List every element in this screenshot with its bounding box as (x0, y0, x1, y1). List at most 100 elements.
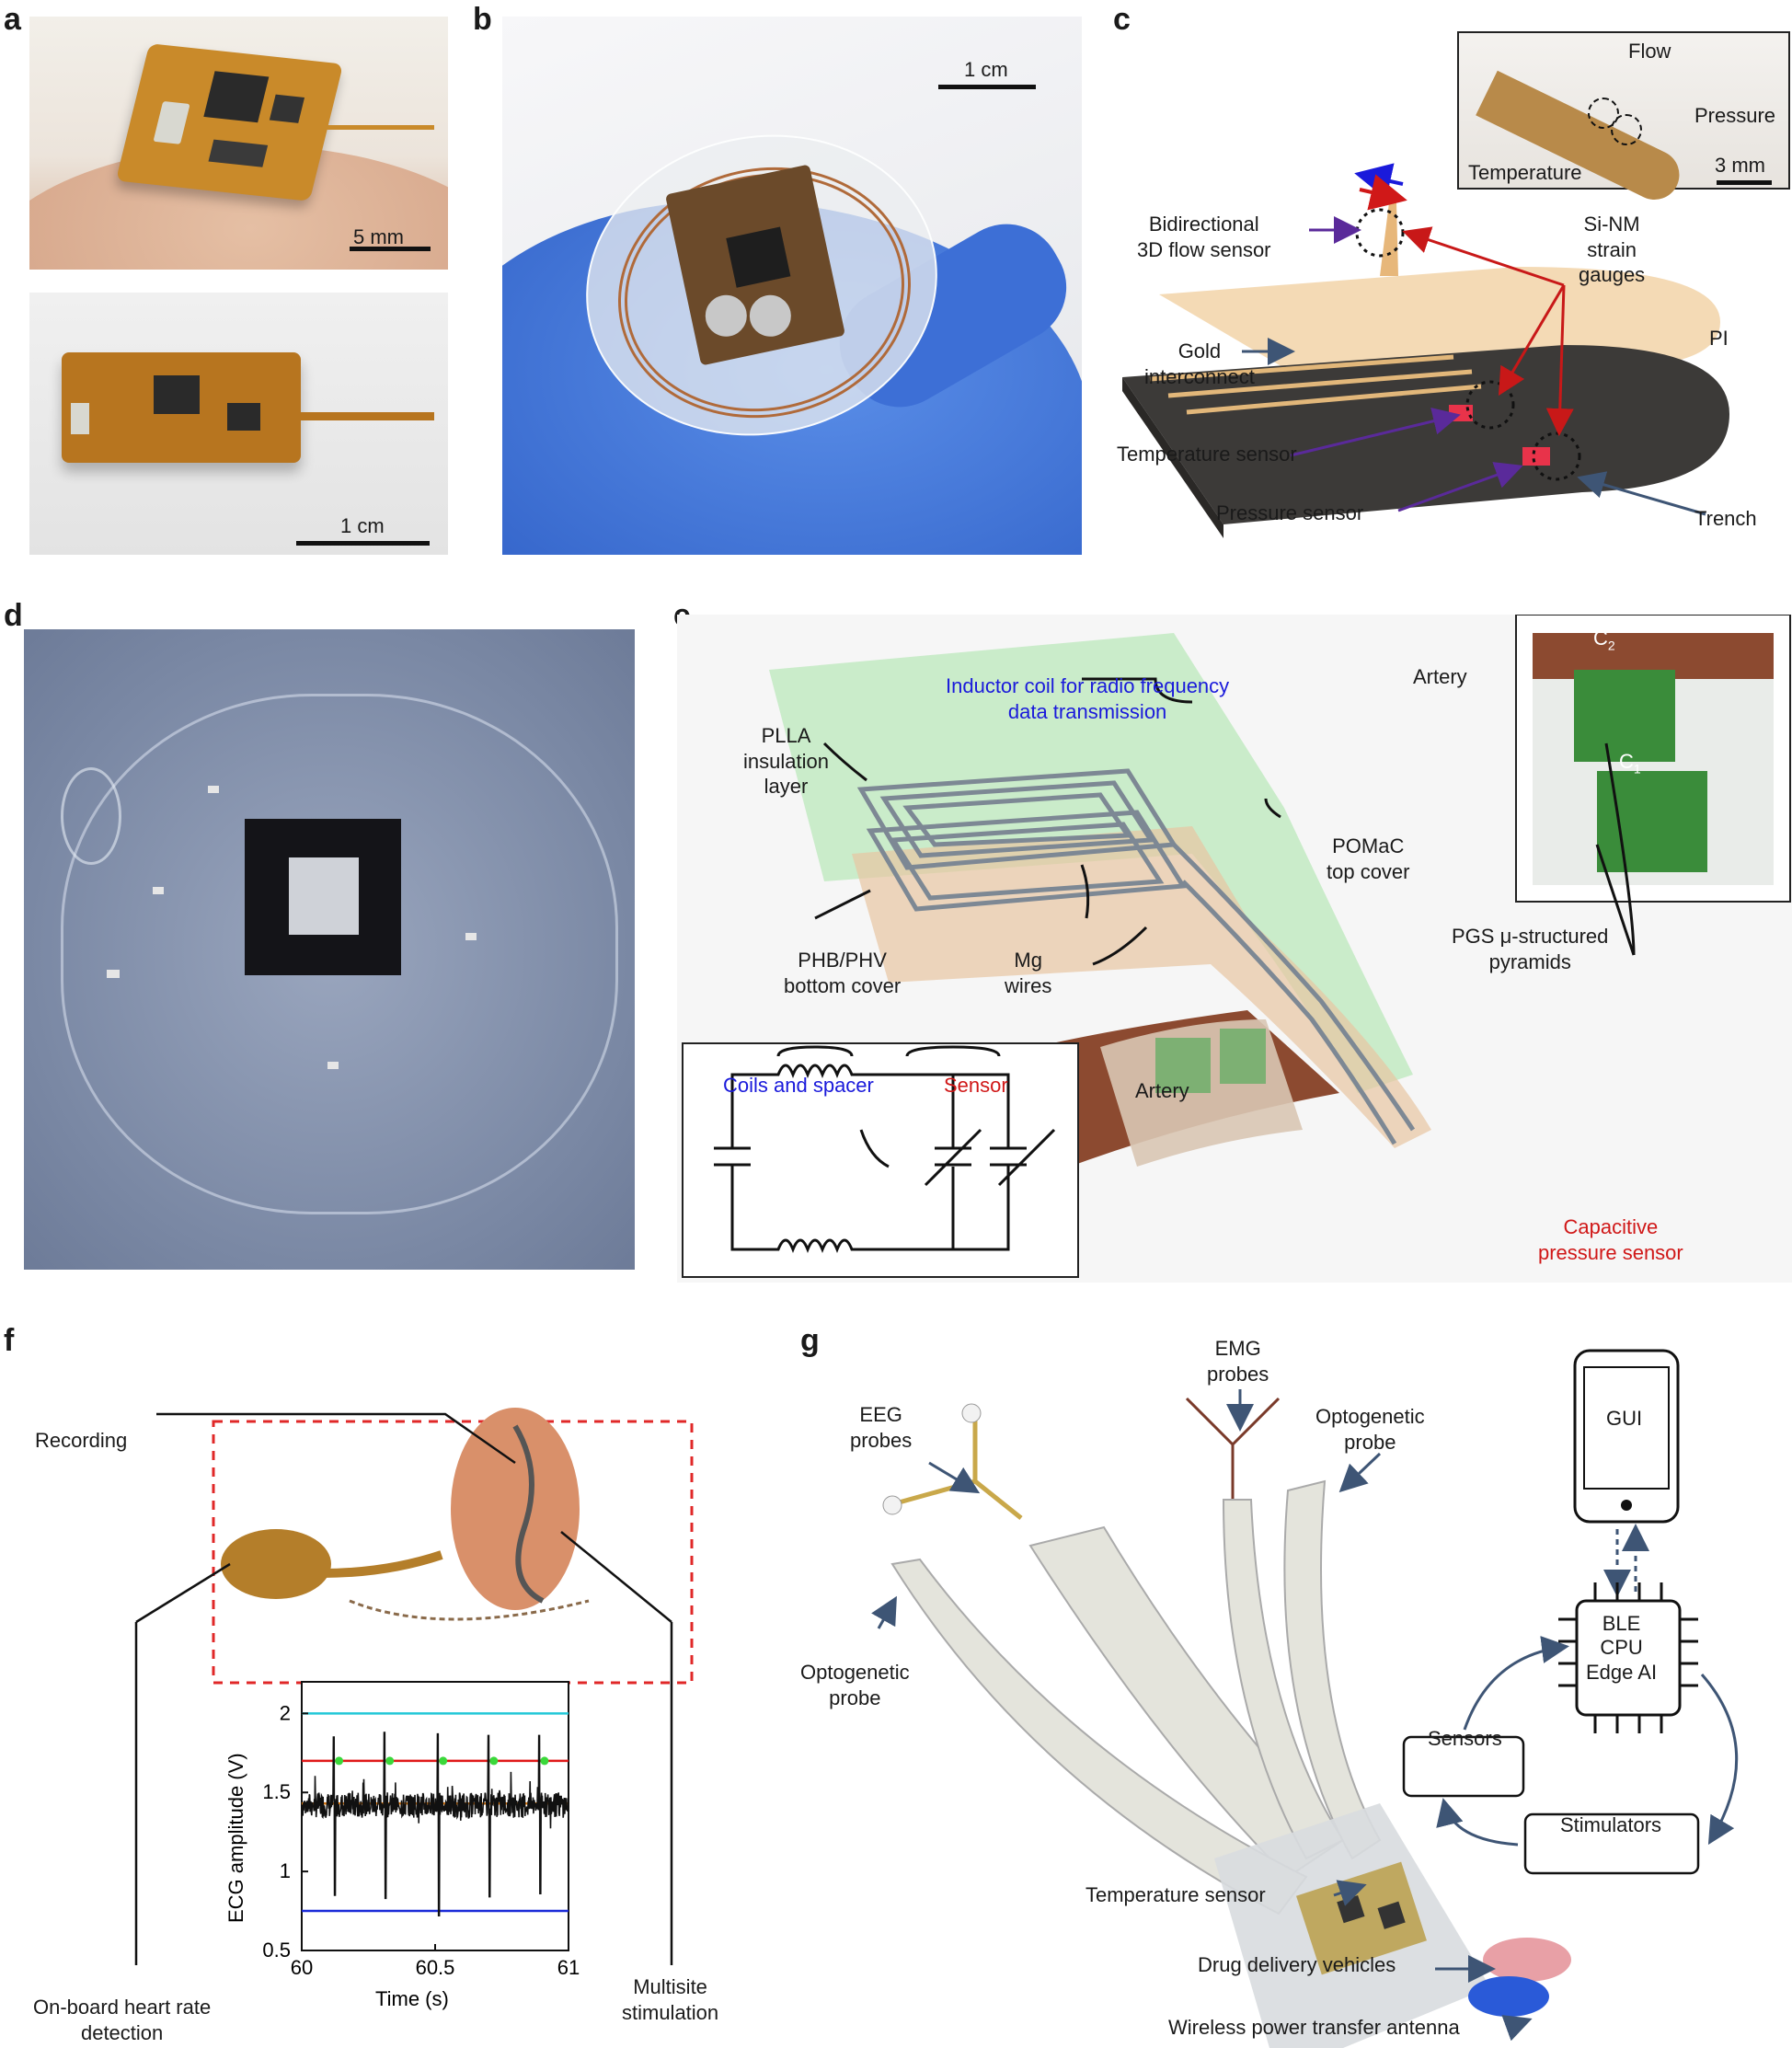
chip-label: BLE CPU Edge AI (1586, 1612, 1658, 1684)
stimulators-label: Stimulators (1560, 1813, 1662, 1836)
sensor-graphic-e (677, 615, 1792, 1283)
panel-label-f: f (4, 1323, 15, 1358)
gold-interconnect-lines (1149, 354, 1482, 415)
phone-home-button (1621, 1500, 1632, 1511)
detection-marker-3 (489, 1756, 499, 1766)
label-coils-spacer: Coils and spacer (723, 1074, 874, 1097)
scalebar-1cm-b-label: 1 cm (964, 58, 1008, 81)
stimulators-box (1523, 1812, 1700, 1875)
scalebar-1cm-a-label: 1 cm (340, 514, 385, 537)
photo-a-bottom: 1 cm (29, 293, 448, 555)
label-inductor: Inductor coil for radio frequency data t… (946, 674, 1230, 723)
phb-cover (852, 826, 1431, 1148)
detection-marker-1 (385, 1756, 395, 1766)
implant-device (221, 1529, 331, 1599)
sensors-box (1402, 1735, 1525, 1798)
pcb-module (62, 352, 301, 463)
label-opto-top: Optogenetic probe (1315, 1405, 1425, 1454)
photo-d (24, 629, 635, 1270)
label-temperature-sensor-g: Temperature sensor (1086, 1883, 1266, 1906)
label-pi: PI (1709, 327, 1729, 350)
panel-label-d: d (4, 598, 23, 633)
x-tick-label-1: 60.5 (416, 1956, 455, 1979)
pomac-cover (769, 633, 1413, 1093)
inset-temperature-label: Temperature (1468, 161, 1582, 184)
x-tick-label-0: 60 (291, 1956, 313, 1979)
chip-package (245, 819, 401, 975)
ecg-xlabel: Time (s) (375, 1987, 449, 2010)
inset-scalebar (1717, 180, 1772, 185)
chip-box (1575, 1599, 1682, 1717)
pgs-pad-c2 (1574, 670, 1675, 762)
sensor-exploded-view (1122, 163, 1729, 538)
label-pressure-sensor-c: Pressure sensor (1216, 501, 1364, 524)
label-drug-delivery: Drug delivery vehicles (1198, 1953, 1396, 1976)
panel-label-c: c (1113, 2, 1131, 37)
label-sensor-e: Sensor (944, 1074, 1008, 1097)
multisite-leader-top (560, 1531, 672, 1623)
label-temperature-sensor-c: Temperature sensor (1117, 443, 1297, 466)
inset-scalebar-label: 3 mm (1715, 154, 1765, 177)
detection-marker-4 (540, 1756, 549, 1766)
label-c1: C1 (1619, 750, 1641, 777)
panel-label-b: b (473, 2, 492, 37)
ecg-ylabel: ECG amplitude (V) (224, 1753, 247, 1923)
detection-marker-2 (439, 1756, 448, 1766)
label-plla: PLLA insulation layer (743, 724, 829, 798)
pcb-board (115, 43, 344, 201)
y-tick-label-2: 1.5 (262, 1780, 291, 1803)
label-recording: Recording (35, 1429, 128, 1452)
label-emg: EMG probes (1207, 1337, 1269, 1386)
label-multisite: Multisite stimulation (622, 1975, 719, 2024)
inset-device (1476, 70, 1688, 209)
transparent-film (61, 694, 618, 1214)
scalebar-5mm-label: 5 mm (353, 225, 404, 248)
pressure-sensor-chip (1522, 447, 1550, 466)
inset-flow-label: Flow (1628, 40, 1671, 63)
label-phb: PHB/PHV bottom cover (784, 949, 902, 997)
heart-shape (451, 1408, 580, 1610)
label-opto-left: Optogenetic probe (800, 1661, 910, 1709)
x-tick-label-2: 61 (557, 1956, 580, 1979)
label-eeg: EEG probes (850, 1403, 913, 1452)
label-artery-top: Artery (1413, 665, 1467, 688)
photo-a-top: 5 mm (29, 17, 448, 270)
onboard-leader-top (135, 1562, 231, 1624)
scalebar-1cm-b (938, 85, 1036, 89)
y-tick-label-3: 2 (280, 1701, 291, 1724)
label-bidirectional-flow: Bidirectional 3D flow sensor (1137, 213, 1271, 261)
circle-temp (1465, 380, 1515, 430)
ecg-signal-line (301, 1732, 569, 1916)
panel-c-inset: Flow Pressure Temperature 3 mm (1457, 31, 1790, 209)
label-si-nm: Si-NM strain gauges (1579, 213, 1646, 286)
y-tick-label-1: 1 (280, 1859, 291, 1882)
label-pgs: PGS μ-structured pyramids (1452, 925, 1609, 973)
ecg-plot-area (301, 1681, 569, 1951)
label-c2: C2 (1593, 627, 1615, 653)
label-mg-wires: Mg wires (1005, 949, 1052, 997)
probe-arm (296, 412, 434, 420)
label-capacitive: Capacitive pressure sensor (1538, 1215, 1683, 1264)
label-artery-bottom: Artery (1135, 1079, 1189, 1102)
drug-vehicle-blue (1468, 1976, 1549, 2017)
temperature-sensor-chip (1449, 405, 1473, 421)
label-gold-interconnect: Gold interconnect (1144, 339, 1255, 388)
chip-die (289, 857, 359, 935)
label-onboard: On-board heart rate detection (33, 1996, 212, 2044)
circuit-schematic (714, 1045, 1056, 1254)
pgs-pad-c1 (1597, 771, 1707, 872)
label-wireless-power: Wireless power transfer antenna (1168, 2016, 1460, 2039)
scalebar-1cm-a (296, 541, 430, 546)
main-board (1296, 1861, 1427, 1975)
detection-marker-0 (335, 1756, 344, 1766)
inset-pressure-label: Pressure (1694, 104, 1776, 127)
photo-b: 1 cm (502, 17, 1082, 555)
label-trench: Trench (1694, 507, 1757, 530)
panel-label-a: a (4, 2, 21, 37)
label-pomac: POMaC top cover (1327, 834, 1410, 883)
flow-sensor-post (1380, 202, 1398, 276)
panel-g-graphic (871, 1349, 1739, 2048)
flex-cable (324, 125, 434, 130)
recording-leader (156, 1412, 516, 1465)
panel-label-g: g (800, 1323, 820, 1358)
